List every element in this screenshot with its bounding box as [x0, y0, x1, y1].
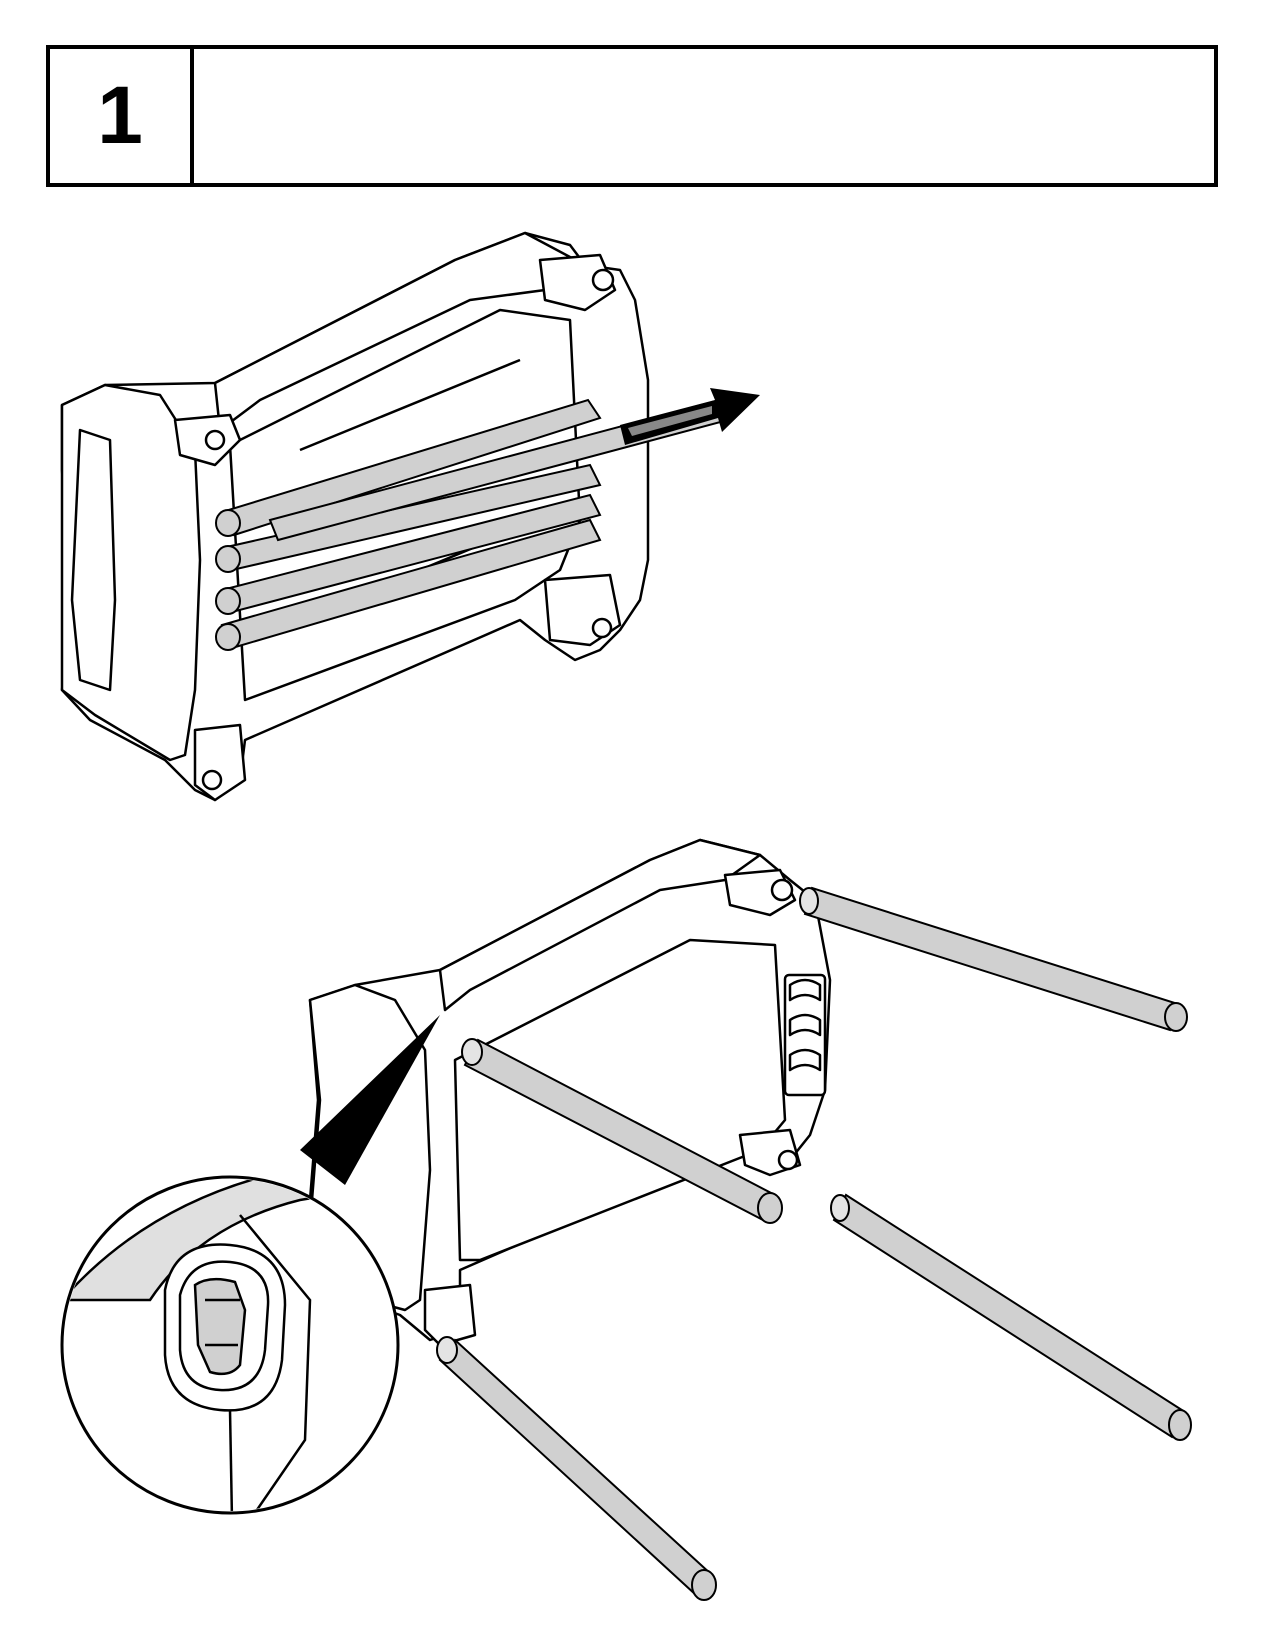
step-header: 1 — [46, 45, 1218, 187]
magnified-socket-detail — [60, 1175, 400, 1515]
step-number: 1 — [50, 49, 194, 183]
pull-arrow-icon — [620, 388, 760, 445]
callout-pointer — [300, 1015, 440, 1185]
legs — [436, 886, 1192, 1601]
stored-tubes — [215, 398, 602, 651]
leg-back-left — [830, 1193, 1192, 1441]
leg-front-left — [436, 1336, 717, 1601]
leg-back-right — [799, 886, 1188, 1032]
leg-front-inner — [461, 1038, 783, 1224]
